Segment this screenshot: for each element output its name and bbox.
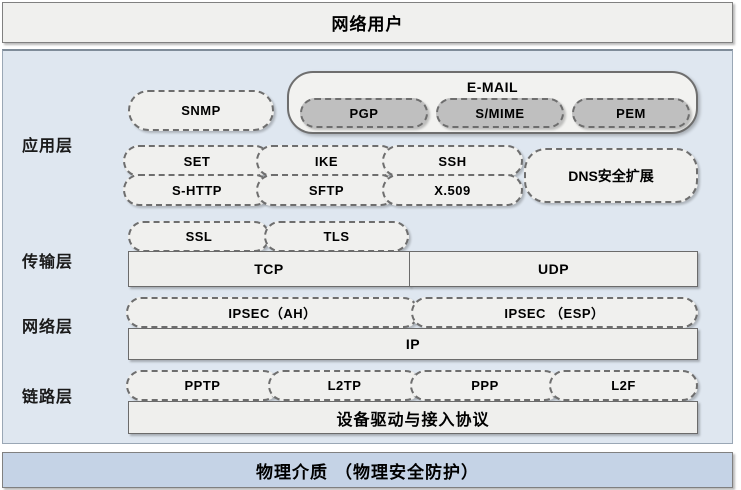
email-group-title: E-MAIL xyxy=(466,79,519,95)
protocol-pill-ssl[interactable]: SSL xyxy=(128,221,270,252)
protocol-label: PGP xyxy=(349,105,379,121)
protocol-pill-x509[interactable]: X.509 xyxy=(382,174,523,206)
network-users-label: 网络用户 xyxy=(331,15,404,35)
protocol-box-tcp[interactable]: TCP xyxy=(128,251,410,287)
protocol-label: IKE xyxy=(314,153,339,169)
protocol-label: SNMP xyxy=(181,103,221,118)
protocol-pill-l2f[interactable]: L2F xyxy=(549,370,698,401)
network-users-bar: 网络用户 xyxy=(2,2,733,43)
protocol-label: X.509 xyxy=(434,182,471,198)
protocol-box-udp[interactable]: UDP xyxy=(409,251,698,287)
protocol-pill-ipsec-ah[interactable]: IPSEC（AH） xyxy=(126,297,419,328)
protocol-pill-smime[interactable]: S/MIME xyxy=(436,98,564,128)
protocol-label: SSL xyxy=(185,229,213,244)
protocol-pill-snmp[interactable]: SNMP xyxy=(128,90,274,131)
protocol-label: SFTP xyxy=(308,182,345,198)
protocol-label: 设备驱动与接入协议 xyxy=(336,409,490,429)
protocol-label: IP xyxy=(405,336,421,352)
protocol-label: DNS安全扩展 xyxy=(568,167,654,184)
protocol-pill-ike[interactable]: IKE xyxy=(256,145,397,177)
protocol-label: PEM xyxy=(616,105,646,121)
protocol-label: S-HTTP xyxy=(172,182,222,198)
protocol-label: IPSEC （ESP） xyxy=(504,306,605,321)
protocol-label: IPSEC（AH） xyxy=(228,306,317,321)
protocol-label: UDP xyxy=(537,261,570,277)
protocol-pill-set[interactable]: SET xyxy=(123,145,271,177)
protocol-label: S/MIME xyxy=(475,105,525,121)
physical-medium-label: 物理介质 （物理安全防护） xyxy=(256,462,479,483)
protocol-pill-ppp[interactable]: PPP xyxy=(410,370,560,401)
protocol-label: PPP xyxy=(471,378,499,393)
protocol-label: SSH xyxy=(438,153,467,169)
protocol-pill-ssh[interactable]: SSH xyxy=(382,145,523,177)
protocol-label: L2TP xyxy=(327,378,362,393)
layer-label-transport: 传输层 xyxy=(22,252,74,271)
protocol-label: L2F xyxy=(611,378,636,393)
protocol-pill-l2tp[interactable]: L2TP xyxy=(268,370,421,401)
protocol-pill-pgp[interactable]: PGP xyxy=(300,98,428,128)
protocol-box-ip[interactable]: IP xyxy=(128,328,698,360)
protocol-label: TLS xyxy=(323,229,350,244)
protocol-pill-pem[interactable]: PEM xyxy=(572,98,690,128)
layer-label-link: 链路层 xyxy=(22,387,74,406)
protocol-label: TCP xyxy=(254,261,284,277)
protocol-box-device-driver-and-access[interactable]: 设备驱动与接入协议 xyxy=(128,401,698,434)
protocol-pill-pptp[interactable]: PPTP xyxy=(126,370,279,401)
protocol-label: SET xyxy=(183,153,211,169)
protocol-pill-s-http[interactable]: S-HTTP xyxy=(123,174,271,206)
physical-medium-bar: 物理介质 （物理安全防护） xyxy=(2,452,733,488)
protocol-pill-tls[interactable]: TLS xyxy=(264,221,409,252)
protocol-box-dns-security-extension[interactable]: DNS安全扩展 xyxy=(524,148,698,203)
layer-label-network: 网络层 xyxy=(22,317,74,336)
protocol-label: PPTP xyxy=(184,378,221,393)
layer-label-application: 应用层 xyxy=(22,136,74,155)
protocol-pill-sftp[interactable]: SFTP xyxy=(256,174,397,206)
protocol-pill-ipsec-esp[interactable]: IPSEC （ESP） xyxy=(411,297,698,328)
